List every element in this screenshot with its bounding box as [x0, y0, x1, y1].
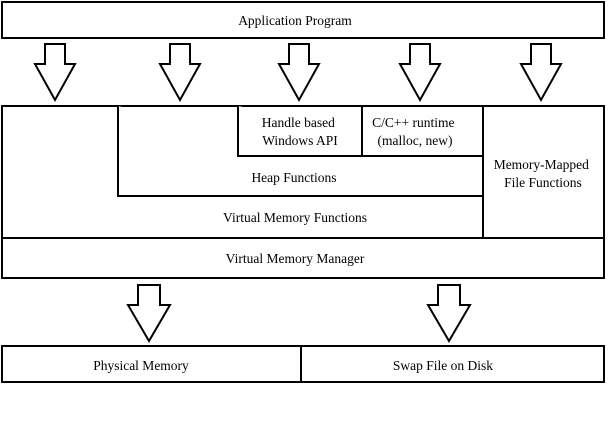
down-arrow-icon	[33, 43, 77, 103]
down-arrow-icon	[398, 43, 442, 103]
swap-file-box	[300, 345, 605, 383]
application-program-box	[1, 1, 605, 39]
api-runtime-border	[237, 106, 483, 157]
heap-functions-label: Heap Functions	[251, 170, 336, 185]
down-arrow-icon	[277, 43, 321, 103]
virtual-memory-manager-label: Virtual Memory Manager	[226, 251, 365, 266]
memory-mapped-label: Memory-Mapped File Functions	[494, 157, 593, 190]
down-arrow-icon	[426, 284, 472, 343]
swap-file-label: Swap File on Disk	[393, 358, 493, 373]
c-runtime-label: C/C++ runtime (malloc, new)	[372, 115, 458, 148]
physical-memory-box	[1, 345, 302, 383]
down-arrow-icon	[126, 284, 172, 343]
application-program-label: Application Program	[238, 13, 352, 28]
virtual-memory-functions-label: Virtual Memory Functions	[223, 210, 367, 225]
handle-based-api-label: Handle based Windows API	[262, 115, 339, 148]
down-arrow-icon	[519, 43, 563, 103]
down-arrow-icon	[158, 43, 202, 103]
physical-memory-label: Physical Memory	[93, 358, 189, 373]
